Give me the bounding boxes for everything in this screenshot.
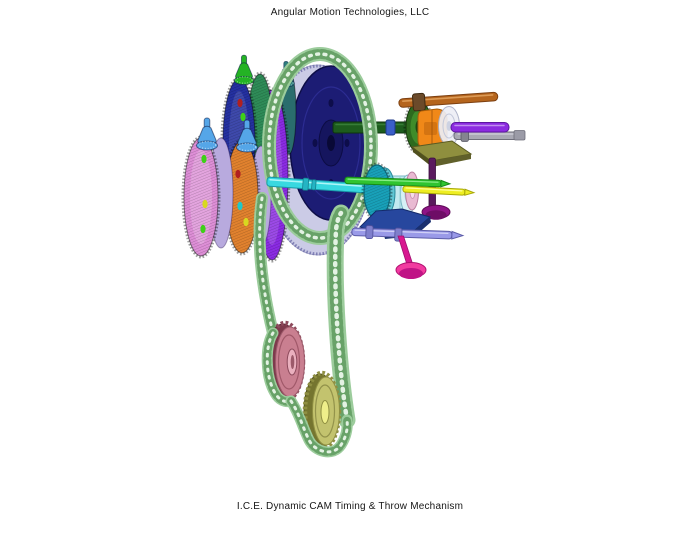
camshaft-collar [412,92,426,112]
timing-chain-right-strand [326,204,356,429]
camshaft-brown [398,91,499,112]
chain-wrap-rose [261,327,297,408]
timing-chain-left-strand [253,192,279,339]
pushrod-green [344,176,452,188]
detent-bits [200,98,249,234]
valve-lower-stem [397,235,413,264]
gear-pink [181,135,221,259]
rocker-shaft-periwinkle [351,225,465,242]
caption: I.C.E. Dynamic CAM Timing & Throw Mechan… [236,501,464,512]
bracket-olive [410,140,473,167]
page-title: Angular Motion Technologies, LLC [270,7,430,18]
guide-shaft-gray [453,129,526,142]
chain-wrap-olive [285,395,353,458]
spinner-knob-blue-left [196,117,218,151]
valve-lower [395,235,427,279]
olive-hub [320,400,330,424]
rocker-shaft-violet [450,122,510,133]
shaft-collar-blue [385,119,396,136]
spinner-knob-blue-right [236,119,258,153]
pushrod-yellow [402,185,476,196]
timing-chain-ring [262,47,378,245]
spinner-knob-green [233,54,255,86]
cyan-shaft-collar [302,177,310,191]
